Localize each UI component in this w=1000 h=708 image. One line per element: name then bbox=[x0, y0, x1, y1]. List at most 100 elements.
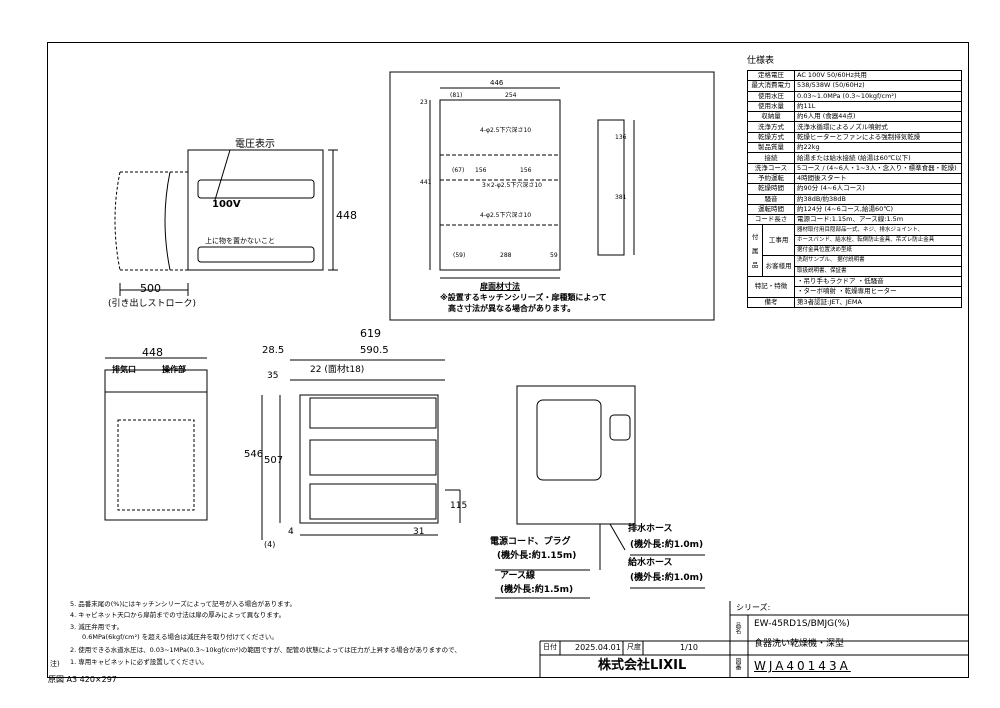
rear-view-body bbox=[516, 385, 636, 525]
spec-feature-row: 特記・特徴・吊り手もラクドア ・低騒音 bbox=[747, 275, 962, 298]
supply-hose-length: (機外長:約1.0m) bbox=[630, 573, 704, 583]
scale-value: 1/10 bbox=[680, 643, 698, 652]
date-label: 日付 bbox=[543, 643, 557, 651]
earth-wire-length: (機外長:約1.5m) bbox=[500, 585, 574, 595]
side-dim-136: 136 bbox=[615, 134, 627, 141]
cutout-title: 扉面材寸法 bbox=[480, 282, 520, 291]
spec-row: 乾燥方式乾燥ヒーターとファンによる強制排気乾燥 bbox=[747, 131, 962, 144]
cutout-dim-156: 156 bbox=[475, 167, 487, 174]
spec-value: 第3者認証:JET、JEMA bbox=[794, 296, 962, 308]
front-view-body bbox=[187, 149, 324, 271]
voltage-value: 100V bbox=[212, 199, 241, 210]
model-number: EW-45RD1S/BMJG(%) bbox=[754, 619, 850, 629]
spec-key: 収納量 bbox=[747, 111, 795, 123]
side-total-dimension: 619 bbox=[360, 327, 381, 340]
cutout-dim-288: 288 bbox=[500, 252, 512, 259]
supply-hose-label: 給水ホース bbox=[628, 558, 673, 568]
spec-key: 使用水圧 bbox=[747, 90, 795, 102]
accessory-work-value: 据付金具位置決め型紙 bbox=[794, 245, 962, 257]
spec-value: AC 100V 50/60Hz共用 bbox=[794, 69, 962, 82]
spec-title: 仕様表 bbox=[747, 56, 775, 66]
hole-spec-2: 3×2-φ2.5下穴深さ10 bbox=[482, 182, 542, 189]
side-dim-4: 4 bbox=[288, 527, 294, 537]
spec-value: 約38dB/約38dB bbox=[794, 193, 962, 205]
note-item: 1. 専用キャビネットに必ず設置してください。 bbox=[70, 658, 208, 666]
spec-key: 騒音 bbox=[747, 193, 795, 205]
spec-row: 収納量約6人用 (食器44点) bbox=[747, 111, 962, 123]
power-cord-length: (機外長:約1.15m) bbox=[497, 551, 577, 561]
feature-key: 特記・特徴 bbox=[747, 275, 795, 298]
drawing-number: WJA40143A bbox=[754, 659, 851, 673]
cutout-note-1: ※設置するキッチンシリーズ・扉種類によって bbox=[440, 293, 607, 302]
voltage-label: 電圧表示 bbox=[235, 139, 275, 150]
accessory-work-value: ホースバンド、給水栓、転倒防止金具、吊ズレ防止金具 bbox=[794, 234, 962, 247]
cutout-dim-59b: 59 bbox=[550, 252, 558, 259]
spec-key: 予約運転 bbox=[747, 172, 795, 185]
exhaust-label: 排気口 bbox=[112, 365, 136, 374]
original-size: 原図 A3 420×297 bbox=[48, 675, 117, 684]
side-height-546: 546 bbox=[244, 449, 264, 460]
accessory-work-value: 器材取付用目隠部品一式、ネジ、排水ジョイント、 bbox=[794, 224, 962, 236]
spec-value: 電源コード:1.15m、アース線:1.5m bbox=[794, 214, 962, 226]
spec-row: 洗浄方式洗浄水循環によるノズル噴射式 bbox=[747, 121, 962, 133]
notes-label: 注) bbox=[50, 660, 60, 668]
spec-value: 約6人用 (食器44点) bbox=[794, 111, 962, 123]
side-dim-590-5: 590.5 bbox=[360, 345, 389, 356]
cutout-dim-81: (81) bbox=[450, 92, 463, 99]
accessory-group: 付属品 bbox=[746, 224, 764, 277]
company-name: 株式会社LIXIL bbox=[598, 658, 687, 673]
side-dim-381: 381 bbox=[615, 194, 627, 201]
spec-value: 約90分 (4~6人コース) bbox=[794, 183, 962, 195]
earth-wire-label: アース線 bbox=[500, 571, 536, 581]
cutout-dim-441: 441 bbox=[420, 179, 432, 186]
note-item: 4. キャビネット天口から扉前までの寸法は扉の厚みによって異なります。 bbox=[70, 611, 286, 619]
accessory-customer-value: 取扱説明書、保証書 bbox=[794, 265, 962, 277]
spec-row: 乾燥時間約90分 (4~6人コース) bbox=[747, 183, 962, 195]
spec-row: コード長さ電源コード:1.15m、アース線:1.5m bbox=[747, 214, 962, 226]
spec-accessory-row: お客様用洗剤サンプル、 据付説明書 bbox=[748, 255, 962, 277]
side-dim-28-5: 28.5 bbox=[262, 345, 285, 356]
spec-key: 運転時間 bbox=[747, 203, 795, 216]
cutout-dim-23: 23 bbox=[420, 99, 428, 106]
spec-value: 0.03~1.0MPa (0.3~10kgf/cm²) bbox=[794, 90, 962, 102]
cutout-dim-59: (59) bbox=[453, 252, 466, 259]
hole-spec-1: 4-φ2.5下穴深さ10 bbox=[480, 127, 532, 134]
cutout-width-dimension: 446 bbox=[490, 79, 504, 87]
feature-value: ・ターボ噴射 ・乾燥専用ヒーター bbox=[794, 286, 962, 298]
top-view-body bbox=[104, 369, 208, 521]
drawing-no-label: 図番 bbox=[734, 658, 741, 670]
cutout-dim-254: 254 bbox=[505, 92, 517, 99]
side-dim-35: 35 bbox=[267, 371, 279, 381]
spec-accessory-row: 付属品工事用器材取付用目隠部品一式、ネジ、排水ジョイント、 bbox=[746, 224, 962, 277]
spec-row: 接続給湯または給水接続 (給湯は60℃以下) bbox=[747, 152, 962, 164]
spec-key: 使用水量 bbox=[747, 100, 795, 113]
side-height-507: 507 bbox=[264, 455, 284, 466]
spec-value: 約22kg bbox=[794, 142, 962, 154]
spec-row: 運転時間約124分 (4~6コース,給湯60℃) bbox=[747, 203, 962, 216]
spec-value: 4時間後スタート bbox=[794, 172, 962, 185]
spec-value: 5コース / (4~6人・1~3人・念入り・標準食器・乾燥) bbox=[794, 162, 962, 174]
spec-row: 使用水量約11L bbox=[747, 100, 962, 113]
accessory-work-key: 工事用 bbox=[762, 224, 795, 257]
drain-hose-length: (機外長:約1.0m) bbox=[630, 540, 704, 550]
spec-key: コード長さ bbox=[747, 214, 795, 226]
spec-key: 乾燥時間 bbox=[747, 183, 795, 195]
side-view-body bbox=[299, 394, 439, 524]
spec-key: 接続 bbox=[747, 152, 795, 164]
note-item: 5. 品番末尾の(%)にはキッチンシリーズによって記号が入る場合があります。 bbox=[70, 600, 297, 608]
spec-value: 約124分 (4~6コース,給湯60℃) bbox=[794, 203, 962, 216]
door-panel-outline bbox=[439, 99, 561, 271]
note-item: 3. 減圧弁用です。 bbox=[70, 623, 124, 631]
face-material-dimension: 22 (面材t18) bbox=[310, 365, 365, 375]
spec-key: 備考 bbox=[747, 296, 795, 308]
side-dim-115: 115 bbox=[450, 501, 468, 511]
cutout-dim-156b: 156 bbox=[520, 167, 532, 174]
warning-label: 上に物を置かないこと bbox=[205, 237, 275, 245]
power-cord-label: 電源コード、プラグ bbox=[490, 537, 571, 547]
